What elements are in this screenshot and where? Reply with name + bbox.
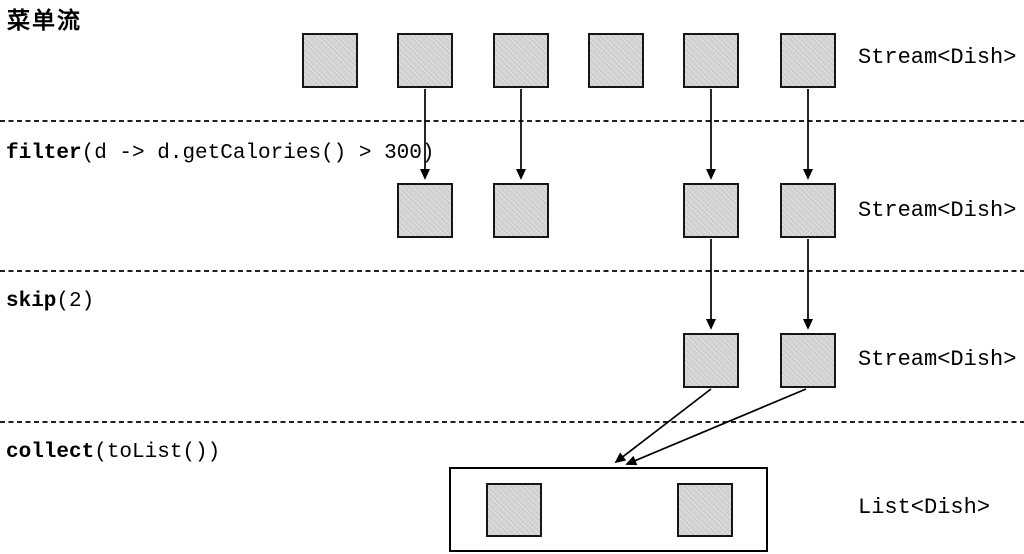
stream-type-label-source: Stream<Dish> — [858, 45, 1017, 70]
dish-box-source — [683, 33, 739, 88]
dish-box-filter — [493, 183, 549, 238]
dish-box-source — [397, 33, 453, 88]
dish-box-filter — [397, 183, 453, 238]
stream-type-label-skip: Stream<Dish> — [858, 347, 1017, 372]
operation-label-filter: filter(d -> d.getCalories() > 300) — [6, 142, 434, 165]
dish-box-skip — [683, 333, 739, 388]
operation-args: (2) — [56, 290, 95, 313]
dish-box-collect — [486, 483, 542, 537]
dish-box-collect — [677, 483, 733, 537]
operation-label-skip: skip(2) — [6, 290, 94, 313]
operation-label-collect: collect(toList()) — [6, 441, 220, 464]
dish-box-filter — [683, 183, 739, 238]
flow-arrows — [419, 89, 814, 466]
operation-args: (d -> d.getCalories() > 300) — [81, 142, 435, 165]
dish-box-filter — [780, 183, 836, 238]
operation-args: (toList()) — [94, 441, 221, 464]
flow-arrow — [625, 388, 807, 466]
dish-box-skip — [780, 333, 836, 388]
operation-method: skip — [6, 290, 57, 313]
page-title: 菜单流 — [7, 8, 82, 34]
flow-arrow — [614, 388, 712, 464]
stage-separators — [0, 120, 1024, 423]
dish-box-source — [780, 33, 836, 88]
dish-box-source — [588, 33, 644, 88]
stream-type-label-filter: Stream<Dish> — [858, 198, 1017, 223]
dish-box-source — [302, 33, 358, 88]
operation-method: filter — [6, 142, 82, 165]
dish-box-source — [493, 33, 549, 88]
list-type-label: List<Dish> — [858, 495, 991, 520]
operation-method: collect — [6, 441, 95, 464]
